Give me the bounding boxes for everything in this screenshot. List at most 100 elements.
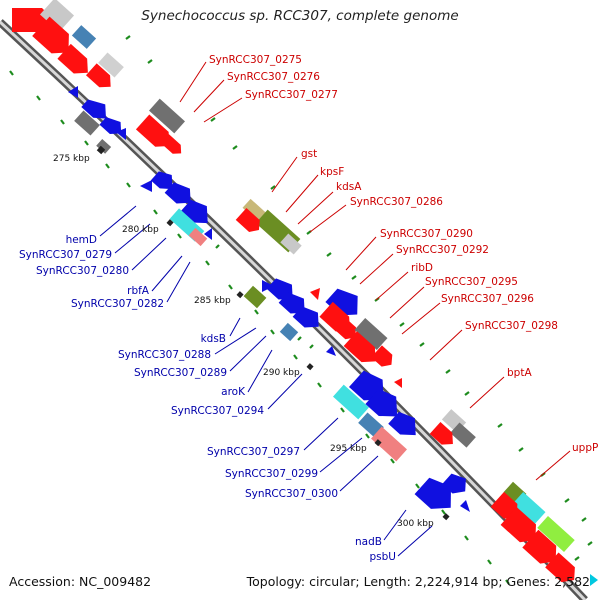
leader-line bbox=[383, 509, 407, 541]
gene-arrow bbox=[343, 331, 376, 363]
feature-box bbox=[243, 285, 267, 309]
topology-text: Topology: circular; Length: 2,224,914 bp… bbox=[246, 574, 590, 589]
feature-box bbox=[98, 52, 124, 78]
gene-arrow bbox=[140, 180, 152, 192]
leader-line bbox=[397, 525, 433, 557]
gene-arrow bbox=[266, 278, 293, 300]
gc-mark bbox=[497, 423, 503, 428]
feature-box bbox=[512, 492, 546, 524]
feature-box bbox=[537, 516, 575, 552]
gene-arrow bbox=[160, 134, 182, 154]
feature-box bbox=[149, 98, 185, 134]
red-leader-lines bbox=[179, 61, 571, 481]
tick-marker bbox=[96, 145, 106, 155]
gene-arrow bbox=[348, 370, 384, 401]
feature-box bbox=[39, 0, 75, 32]
leader-line bbox=[319, 437, 363, 473]
gene-label-synrcc307-0280: SynRCC307_0280 bbox=[36, 265, 129, 277]
leader-line bbox=[229, 335, 267, 372]
gc-mark bbox=[232, 145, 238, 150]
gc-content-marks bbox=[9, 35, 593, 585]
gene-label-synrcc307-0300: SynRCC307_0300 bbox=[245, 488, 338, 500]
gene-label-synrcc307-0292: SynRCC307_0292 bbox=[396, 244, 489, 256]
gc-mark bbox=[317, 382, 322, 388]
leader-line bbox=[285, 174, 319, 213]
gene-label-synrcc307-0299: SynRCC307_0299 bbox=[225, 468, 318, 480]
gc-mark bbox=[297, 336, 302, 341]
gene-label-synrcc307-0289: SynRCC307_0289 bbox=[134, 367, 227, 379]
leader-line bbox=[247, 349, 273, 393]
leader-line bbox=[375, 271, 409, 301]
leader-line bbox=[151, 255, 183, 292]
gene-label-synrcc307-0297: SynRCC307_0297 bbox=[207, 446, 300, 458]
gene-label-kdsa: kdsA bbox=[336, 181, 362, 193]
leader-line bbox=[271, 156, 298, 193]
gene-arrow bbox=[333, 316, 357, 340]
gc-mark bbox=[125, 35, 131, 40]
gc-mark bbox=[309, 344, 314, 349]
gene-arrow bbox=[135, 114, 170, 147]
gene-arrow bbox=[590, 574, 598, 586]
feature-box bbox=[450, 422, 476, 448]
feature-box bbox=[333, 384, 369, 420]
gc-mark bbox=[445, 369, 451, 374]
gene-label-arok: aroK bbox=[221, 386, 246, 398]
gene-label-synrcc307-0298: SynRCC307_0298 bbox=[465, 320, 558, 332]
gene-label-synrcc307-0279: SynRCC307_0279 bbox=[19, 249, 112, 261]
gc-mark bbox=[210, 117, 216, 122]
gene-arrow bbox=[164, 182, 191, 204]
leader-line bbox=[229, 317, 241, 337]
tick-marker bbox=[442, 513, 450, 521]
gene-arrow bbox=[262, 280, 274, 292]
gene-arrow bbox=[388, 411, 416, 436]
gene-arrow bbox=[85, 63, 111, 88]
tick-label: 290 kbp bbox=[263, 368, 300, 378]
reverse-gene-labels: hemD SynRCC307_0279 SynRCC307_0280 rbfA … bbox=[19, 234, 396, 563]
gc-mark bbox=[351, 275, 357, 280]
gene-arrow bbox=[545, 552, 575, 583]
gene-arrow bbox=[414, 477, 452, 509]
gc-mark bbox=[574, 556, 580, 561]
gene-label-rbfa: rbfA bbox=[127, 285, 150, 297]
gc-mark bbox=[587, 541, 593, 546]
leader-line bbox=[389, 286, 425, 319]
gene-label-gst: gst bbox=[301, 148, 317, 160]
gc-mark bbox=[270, 329, 275, 335]
gc-mark bbox=[340, 407, 345, 413]
gene-label-nadb: nadB bbox=[355, 536, 382, 548]
gene-label-synrcc307-0275: SynRCC307_0275 bbox=[209, 54, 302, 66]
gc-mark bbox=[215, 244, 220, 249]
leader-line bbox=[303, 417, 339, 451]
gene-arrow bbox=[57, 43, 88, 74]
gene-arrow bbox=[429, 422, 453, 445]
gc-mark bbox=[390, 458, 395, 464]
gene-arrow bbox=[394, 378, 402, 388]
feature-box bbox=[280, 233, 302, 255]
gene-arrow bbox=[81, 99, 106, 119]
feature-box bbox=[371, 426, 407, 462]
gene-arrow bbox=[310, 288, 320, 300]
gene-arrow bbox=[365, 389, 398, 417]
gc-mark bbox=[270, 185, 276, 190]
gc-mark bbox=[365, 433, 370, 439]
gene-arrow bbox=[326, 346, 336, 356]
gene-label-bpta: bptA bbox=[507, 367, 532, 379]
gc-mark bbox=[147, 59, 153, 64]
accession-text: Accession: NC_009482 bbox=[9, 574, 152, 589]
gene-arrow bbox=[371, 345, 393, 367]
gc-mark bbox=[293, 354, 298, 360]
gene-arrow bbox=[522, 529, 557, 564]
leader-line bbox=[469, 376, 505, 409]
forward-gene-labels: SynRCC307_0275 SynRCC307_0276 SynRCC307_… bbox=[209, 54, 598, 454]
gc-mark bbox=[415, 483, 420, 489]
gene-arrow bbox=[442, 473, 466, 494]
blue-leader-lines bbox=[99, 205, 433, 557]
feature-box bbox=[358, 412, 384, 438]
gc-mark bbox=[153, 209, 158, 215]
gene-arrow bbox=[116, 128, 126, 140]
leader-line bbox=[309, 204, 347, 233]
gc-mark bbox=[326, 252, 332, 257]
tick-label: 300 kbp bbox=[397, 519, 434, 529]
gc-mark bbox=[105, 163, 110, 169]
